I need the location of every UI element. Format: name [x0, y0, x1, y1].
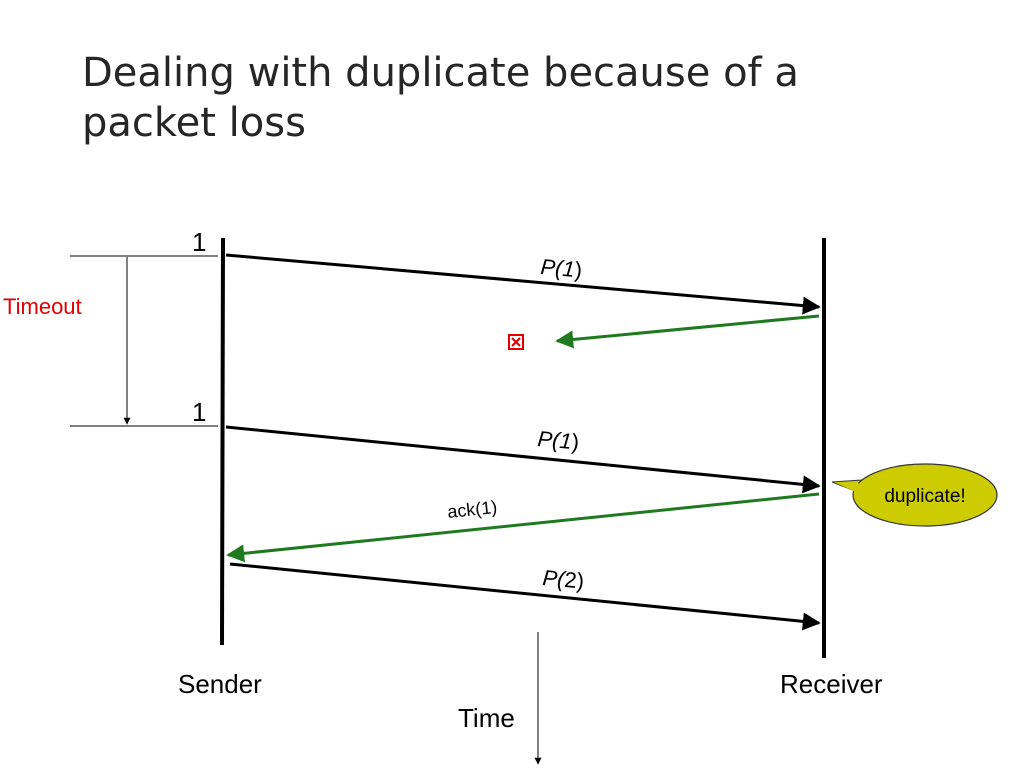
- seq-mark-2: 1: [192, 397, 206, 427]
- seq-mark-1: 1: [192, 227, 206, 257]
- loss-x-icon: [508, 334, 524, 350]
- timeout-label: Timeout: [3, 294, 82, 319]
- sender-label: Sender: [178, 669, 262, 699]
- message-label-p2: P(2): [542, 565, 586, 594]
- duplicate-callout: duplicate!: [831, 463, 998, 527]
- message-label-ack1: ack(1): [446, 497, 498, 522]
- message-label-p1-first: P(1): [540, 254, 584, 283]
- message-arrow-p2: [229, 562, 821, 631]
- message-arrow-ack1: [226, 492, 820, 563]
- message-label-p1-retransmit: P(1): [537, 426, 581, 455]
- message-arrow-p1-first: [225, 253, 821, 315]
- receiver-label: Receiver: [780, 669, 883, 699]
- time-label: Time: [458, 703, 515, 733]
- message-arrow-p1-retransmit: [225, 425, 821, 494]
- duplicate-callout-text: duplicate!: [884, 486, 965, 507]
- message-arrow-lost-ack: [555, 314, 820, 349]
- slide-title: Dealing with duplicate because of a pack…: [82, 50, 799, 146]
- sender-timeline: [220, 237, 225, 646]
